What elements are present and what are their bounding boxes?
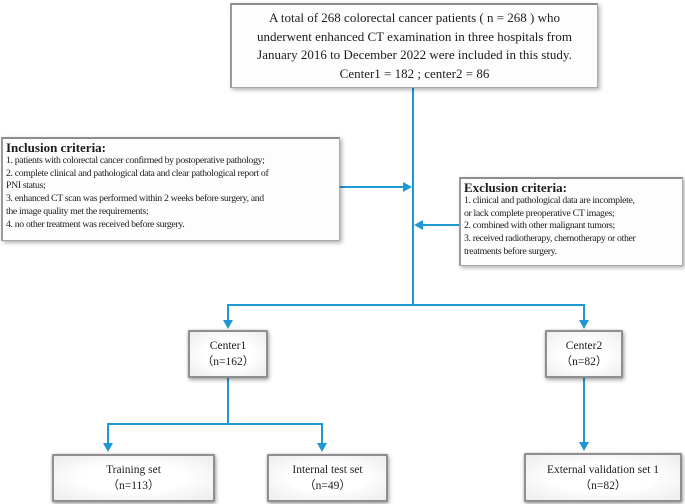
exclusion-item-3: 3. received radiotherapy, chemotherapy o…	[464, 233, 636, 257]
training-set-label: Training set	[106, 464, 161, 476]
arrowhead-exclusion	[414, 220, 423, 230]
external-validation-set-node: External validation set 1 （n=82）	[524, 453, 682, 502]
exclusion-criteria-box: Exclusion criteria: 1. clinical and path…	[459, 177, 683, 266]
center2-label: Center2	[565, 340, 603, 352]
arrowhead-internal-test	[317, 443, 327, 452]
center1-node: Center1 （n=162）	[188, 330, 268, 378]
internal-test-set-label: Internal test set	[292, 464, 363, 476]
exclusion-item-1: 1. clinical and pathological data are in…	[464, 195, 635, 219]
inclusion-criteria-title: Inclusion criteria:	[6, 140, 107, 155]
center2-count: （n=82）	[560, 356, 608, 368]
inclusion-criteria-box: Inclusion criteria: 1. patients with col…	[1, 137, 340, 241]
arrowhead-center2	[579, 320, 589, 329]
internal-test-set-count: （n=49）	[304, 480, 351, 492]
inclusion-item-2: 2. complete clinical and pathological da…	[6, 167, 269, 192]
training-set-count: （n=113）	[107, 480, 160, 492]
arrowhead-training	[103, 443, 113, 452]
exclusion-item-2: 2. combined with other malignant tumors;	[464, 220, 615, 232]
arrowhead-inclusion	[403, 182, 412, 192]
study-population-box: A total of 268 colorectal cancer patient…	[230, 3, 598, 88]
exclusion-criteria-title: Exclusion criteria:	[464, 180, 567, 195]
internal-test-set-node: Internal test set （n=49）	[267, 454, 388, 502]
inclusion-item-1: 1. patients with colorectal cancer confi…	[6, 155, 265, 166]
inclusion-item-4: 4. no other treatment was received befor…	[6, 218, 185, 230]
center1-label: Center1	[209, 340, 247, 352]
external-validation-set-count: （n=82）	[579, 479, 627, 492]
external-validation-set-label: External validation set 1	[546, 463, 660, 476]
center2-node: Center2 （n=82）	[545, 330, 623, 378]
inclusion-item-3: 3. enhanced CT scan was performed within…	[6, 193, 264, 217]
training-set-node: Training set （n=113）	[52, 454, 215, 502]
arrowhead-center1	[223, 320, 233, 329]
arrowhead-external-validation	[579, 442, 589, 451]
center1-count: （n=162）	[201, 356, 255, 368]
